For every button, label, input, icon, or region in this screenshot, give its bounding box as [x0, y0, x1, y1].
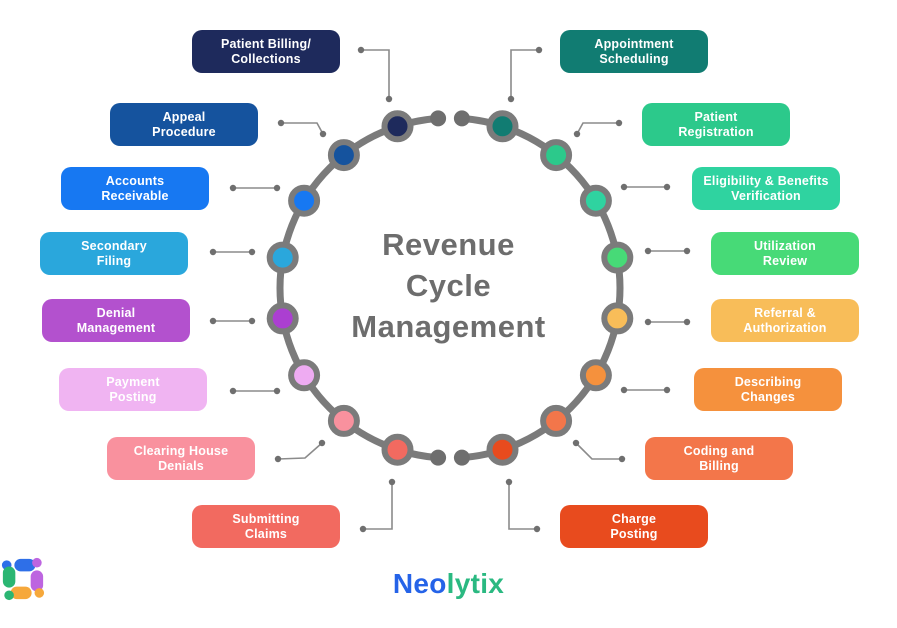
stage-label-line: Management: [76, 320, 156, 335]
stage-node-coding-and-billing: [540, 404, 573, 437]
stage-label-line: Charge: [611, 511, 657, 526]
stage-node-charge-posting: [486, 433, 519, 466]
stage-label-line: Verification: [731, 188, 801, 203]
stage-node-utilization-review: [601, 241, 634, 274]
connector-accounts-receivable: [229, 184, 281, 192]
stage-label-line: Accounts: [105, 173, 165, 188]
stage-label-line: Filing: [96, 253, 132, 268]
stage-label-line: Eligibility & Benefits: [703, 173, 829, 188]
stage-node-accounts-receivable: [288, 184, 321, 217]
stage-node-appeal-procedure: [327, 139, 360, 172]
title-line-3: Management: [351, 309, 546, 344]
stage-label-line: Clearing House: [133, 443, 229, 458]
neolytix-logo-icon: [1, 557, 45, 601]
connector-utilization-review: [644, 247, 691, 255]
stage-label-line: Posting: [610, 526, 658, 541]
ring-gap-dot-bottom-left: [430, 449, 447, 466]
stage-label-line: Submitting: [232, 511, 300, 526]
stage-node-eligibility-benefits-verification: [579, 184, 612, 217]
ring-gap-dot-top-right: [453, 110, 470, 127]
brand-name-suffix: lytix: [446, 568, 505, 599]
connector-appeal-procedure: [277, 119, 327, 138]
logo-figure-green: [2, 566, 16, 601]
connector-patient-billing-collections: [357, 46, 393, 103]
stage-node-payment-posting: [288, 359, 321, 392]
stage-label-line: Secondary: [81, 238, 147, 253]
stage-label-line: Appointment: [594, 36, 674, 51]
stage-label-line: Authorization: [743, 320, 827, 335]
connector-patient-registration: [573, 119, 623, 138]
connector-denial-management: [209, 317, 256, 325]
stage-label-line: Receivable: [101, 188, 169, 203]
stage-label-line: Registration: [678, 124, 754, 139]
brand-name-prefix: Neo: [392, 568, 447, 599]
title-line-2: Cycle: [405, 268, 492, 303]
stage-label-line: Referral &: [754, 305, 816, 320]
stage-node-appointment-scheduling: [486, 110, 519, 143]
connector-submitting-claims: [359, 478, 396, 533]
stage-box-referral-authorization: Referral &Authorization: [711, 299, 859, 342]
stage-label-line: Billing: [699, 458, 739, 473]
stage-node-submitting-claims: [381, 433, 414, 466]
connector-secondary-filing: [209, 248, 256, 256]
stage-node-clearing-house-denials: [327, 404, 360, 437]
stage-box-patient-billing-collections: Patient Billing/Collections: [192, 30, 340, 73]
ring-gap-dot-bottom-right: [453, 449, 470, 466]
stage-label-line: Changes: [740, 389, 796, 404]
brand-name: Neolytix: [393, 568, 504, 600]
connector-eligibility-benefits-verification: [620, 183, 671, 191]
stage-label-line: Review: [762, 253, 808, 268]
connector-payment-posting: [229, 387, 281, 395]
stage-label-line: Utilization: [754, 238, 816, 253]
connector-clearing-house-denials: [274, 439, 326, 463]
ring-gap-dot-top-left: [430, 110, 447, 127]
connector-coding-and-billing: [572, 439, 626, 463]
stage-label-line: Scheduling: [599, 51, 669, 66]
title-line-1: Revenue: [382, 227, 515, 262]
connector-describing-changes: [620, 386, 671, 394]
stage-label-line: Coding and: [683, 443, 755, 458]
stage-label-line: Describing: [734, 374, 802, 389]
stage-label-line: Denials: [158, 458, 204, 473]
diagram-title: Revenue Cycle Management: [0, 224, 897, 347]
stage-node-secondary-filing: [266, 241, 299, 274]
brand-logo: Neolytix: [0, 556, 897, 612]
logo-figure-purple: [30, 557, 44, 592]
connector-appointment-scheduling: [507, 46, 543, 103]
stage-label-line: Collections: [231, 51, 301, 66]
stage-label-line: Appeal: [162, 109, 206, 124]
connector-referral-authorization: [644, 318, 691, 326]
stage-label-line: Denial: [96, 305, 136, 320]
stage-node-describing-changes: [579, 359, 612, 392]
stage-label-line: Patient Billing/: [220, 36, 311, 51]
stage-label-line: Claims: [244, 526, 288, 541]
stage-label-line: Payment: [106, 374, 160, 389]
stage-node-patient-registration: [540, 139, 573, 172]
stage-label-line: Patient: [694, 109, 738, 124]
stage-node-denial-management: [266, 302, 299, 335]
logo-figure-orange: [10, 586, 45, 600]
stage-label-line: Procedure: [152, 124, 216, 139]
connector-charge-posting: [505, 478, 541, 533]
stage-label-line: Posting: [109, 389, 157, 404]
stage-node-referral-authorization: [601, 302, 634, 335]
stage-node-patient-billing-collections: [381, 110, 414, 143]
